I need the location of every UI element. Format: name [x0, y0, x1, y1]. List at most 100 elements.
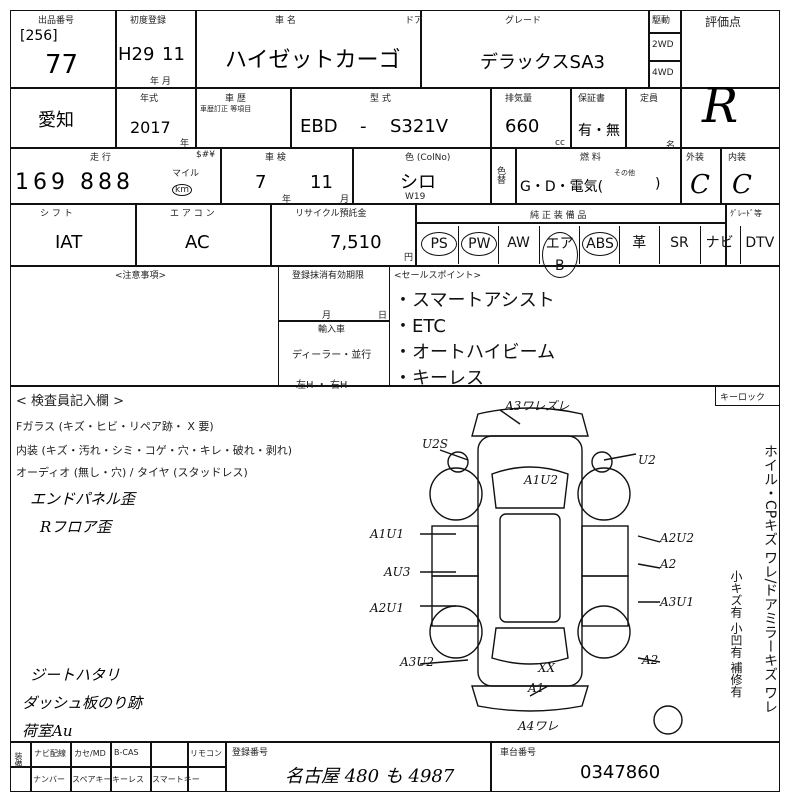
shaken-month-unit: 月	[340, 195, 350, 205]
footer-nav-sel: カセ/MD	[74, 749, 106, 758]
note-rear-floor: Rフロア歪	[40, 518, 112, 536]
color: シロ	[400, 172, 436, 193]
inspection-sub: 車歴訂正 等項目	[200, 105, 252, 113]
reg-month: 月	[322, 311, 332, 321]
mileage-check: $#¥	[196, 150, 215, 160]
mileage-unit: km	[172, 184, 192, 196]
footer-smartkey: スマートキー	[152, 775, 200, 784]
side-text-2: 小キズ有 小凹有 補修有	[729, 570, 743, 698]
car-name: ハイゼットカーゴ	[225, 48, 401, 73]
capacity-unit: 名	[666, 141, 676, 151]
door-label: ドア	[405, 16, 424, 26]
front-bumper	[471, 407, 589, 437]
caution-label: <注意事項>	[115, 271, 167, 281]
mark-rear: A4ワレ	[517, 719, 558, 733]
note-end-panel: エンドパネル歪	[30, 490, 136, 508]
chassis-label: 車台番号	[500, 748, 537, 758]
inspection-label: 車 歴	[225, 94, 246, 104]
model-label: 型 式	[370, 94, 391, 104]
header-row	[10, 10, 780, 88]
car-diagram: A3ワレズレ U2S A1U2 U2 A1U1 A2U2 AU3 A2 A2U1…	[369, 399, 694, 735]
drive-2wd: 2WD	[652, 40, 674, 50]
mark-left-3: A2U1	[369, 601, 404, 615]
equipment-divider	[739, 226, 741, 264]
car-name-label: 車 名	[275, 16, 296, 26]
audio-line: オーディオ (無し・穴) / タイヤ (スタッドレス)	[16, 466, 248, 479]
year-unit: 年	[180, 139, 190, 149]
equipment-item: SR	[670, 235, 689, 251]
shaken-month: 11	[310, 172, 333, 193]
warranty-label: 保証書	[578, 94, 606, 104]
footer-equip-label: 装備	[14, 752, 23, 768]
equipment-item: AW	[507, 235, 530, 251]
mirror-left	[447, 451, 469, 473]
area: 愛知	[38, 110, 74, 131]
chassis-number: 0347860	[580, 762, 661, 783]
keylock-label: キーロック	[720, 393, 766, 403]
model-prefix: EBD	[300, 116, 338, 137]
grade: デラックスSA3	[480, 52, 605, 73]
tire-rear-right	[577, 605, 631, 659]
footer-numberplate: ナンバー	[33, 775, 65, 784]
door-right-front	[581, 525, 629, 577]
mirror-right	[591, 451, 613, 473]
fuel-close: )	[655, 176, 661, 192]
mark-front: A3ワレズレ	[504, 399, 569, 413]
inspector-area	[10, 386, 780, 742]
roof	[499, 513, 561, 623]
color-label: 色 (ColNo)	[405, 153, 451, 163]
footer-remocon: リモコン	[190, 749, 222, 758]
first-reg-year: H29	[118, 44, 155, 65]
rear-bumper	[471, 685, 589, 712]
equipment-divider	[699, 226, 701, 264]
mark-u2: U2	[638, 453, 656, 467]
selling-point: ・キーレス	[394, 368, 484, 389]
option-label: ｸﾞﾚｰﾄﾞ等	[730, 209, 762, 218]
color-change-label: 色替	[495, 166, 505, 184]
footer-tv: B-CAS	[114, 748, 139, 757]
model-code: S321V	[390, 116, 449, 137]
reg-day: 日	[378, 311, 388, 321]
handle-label: 左H ・ 右H	[296, 380, 348, 391]
mark-rear-xx: XX	[537, 661, 556, 675]
fuel-label: 燃 料	[580, 153, 601, 163]
shaken-year-unit: 年	[282, 195, 292, 205]
first-reg-unit: 年 月	[150, 77, 171, 87]
plate-number: 名古屋 480 も 4987	[285, 766, 455, 787]
footer-nav: ナビ配線	[34, 749, 66, 758]
equipment-divider	[498, 226, 500, 264]
model-dash: -	[360, 116, 367, 137]
equipment-item: ナビ	[705, 235, 734, 251]
recycle-label: リサイクル預託金	[295, 209, 367, 219]
selling-point: ・ETC	[394, 316, 446, 337]
footer-keyless: キーレス	[112, 775, 144, 784]
selling-label: <セールスポイント>	[394, 271, 482, 281]
score-label: 評価点	[705, 15, 742, 29]
plate-label: 登録番号	[232, 748, 269, 758]
year-label: 年式	[140, 94, 159, 104]
displacement: 660	[505, 116, 540, 137]
mark-left-1: A1U1	[369, 527, 404, 541]
side-text: ホイル・CPキズ ワレ/ドアミラーキズ ワレ	[762, 444, 778, 714]
note-seat: ジートハタリ	[30, 666, 121, 684]
mark-left-4: A3U2	[399, 655, 434, 669]
equipment-divider	[458, 226, 460, 264]
first-reg-label: 初度登録	[130, 16, 167, 26]
equipment-divider	[619, 226, 621, 264]
equipment-divider	[659, 226, 661, 264]
reg-expiry-box	[278, 266, 390, 386]
windshield	[491, 466, 569, 509]
equipment-label: 純 正 装 備 品	[530, 211, 587, 221]
drive-label: 駆動	[652, 16, 671, 26]
aircon: AC	[185, 232, 210, 253]
displacement-unit: cc	[555, 138, 565, 148]
displacement-label: 排気量	[505, 94, 533, 104]
mark-right-2: A2	[659, 557, 676, 571]
interior-value: C	[732, 170, 752, 200]
rear-window	[491, 627, 569, 665]
recycle-unit: 円	[404, 253, 414, 263]
interior-line: 内装 (キズ・汚れ・シミ・コゲ・穴・キレ・破れ・剥れ)	[16, 444, 293, 457]
keylock-box	[715, 386, 780, 406]
leader-lines	[419, 409, 661, 697]
